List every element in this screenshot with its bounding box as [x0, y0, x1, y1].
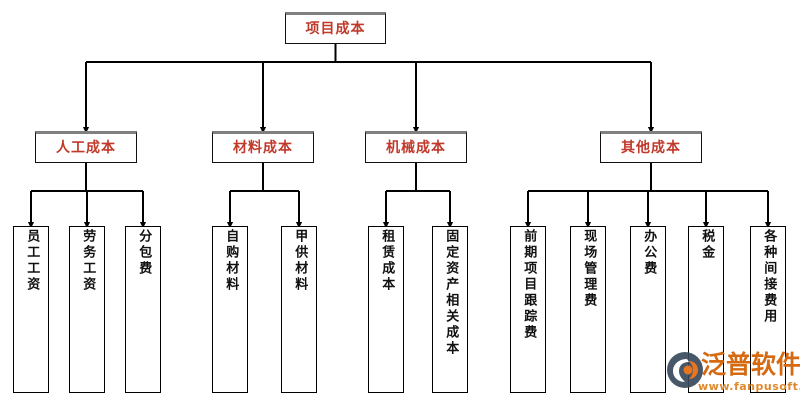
node-root[interactable]: 项目成本: [285, 12, 386, 44]
node-leaf-0-2[interactable]: 分包费: [125, 226, 161, 393]
node-label: 材料成本: [233, 140, 293, 156]
node-label: 其他成本: [621, 140, 681, 156]
node-branch-1[interactable]: 材料成本: [212, 131, 314, 163]
node-leaf-0-1[interactable]: 劳务工资: [69, 226, 105, 393]
node-branch-2[interactable]: 机械成本: [365, 131, 467, 163]
node-label: 前期项目跟踪费: [521, 229, 537, 341]
node-leaf-1-1[interactable]: 甲供材料: [281, 226, 317, 393]
node-leaf-1-0[interactable]: 自购材料: [212, 226, 248, 393]
node-label: 劳务工资: [80, 229, 96, 293]
node-leaf-3-2[interactable]: 办公费: [630, 226, 666, 393]
node-label: 现场管理费: [581, 229, 597, 309]
node-label: 税金: [699, 229, 715, 261]
node-label: 人工成本: [56, 140, 116, 156]
node-leaf-3-0[interactable]: 前期项目跟踪费: [510, 226, 546, 393]
node-leaf-2-1[interactable]: 固定资产相关成本: [432, 226, 468, 393]
node-leaf-0-0[interactable]: 员工工资: [13, 226, 49, 393]
node-label: 办公费: [641, 229, 657, 277]
node-label: 各种间接费用: [761, 229, 777, 325]
node-label: 员工工资: [24, 229, 40, 293]
node-label: 甲供材料: [292, 229, 308, 293]
node-label: 自购材料: [223, 229, 239, 293]
node-label: 项目成本: [305, 21, 366, 37]
node-leaf-3-3[interactable]: 税金: [688, 226, 724, 393]
node-branch-0[interactable]: 人工成本: [35, 131, 137, 163]
node-label: 分包费: [136, 229, 152, 277]
node-leaf-2-0[interactable]: 租赁成本: [368, 226, 404, 393]
node-branch-3[interactable]: 其他成本: [600, 131, 702, 163]
node-label: 机械成本: [386, 140, 446, 156]
node-leaf-3-1[interactable]: 现场管理费: [570, 226, 606, 393]
node-label: 租赁成本: [379, 229, 395, 293]
node-label: 固定资产相关成本: [443, 229, 459, 357]
node-leaf-3-4[interactable]: 各种间接费用: [750, 226, 786, 393]
